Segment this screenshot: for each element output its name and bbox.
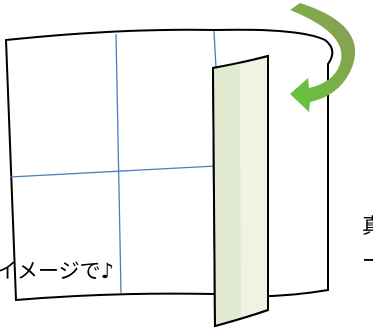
caption-main: イメージで♪	[0, 259, 114, 283]
caption-edge-top: 真	[362, 214, 373, 238]
curved-arrow-icon	[290, 3, 356, 112]
caption-edge-bottom: ー	[362, 249, 373, 273]
grid-line-horizontal	[9, 165, 217, 178]
grid-line-vertical-2	[213, 30, 217, 69]
folded-panel-outline	[211, 54, 269, 327]
grid-line-vertical-1	[115, 33, 122, 294]
folded-panel-shadow	[213, 61, 241, 326]
